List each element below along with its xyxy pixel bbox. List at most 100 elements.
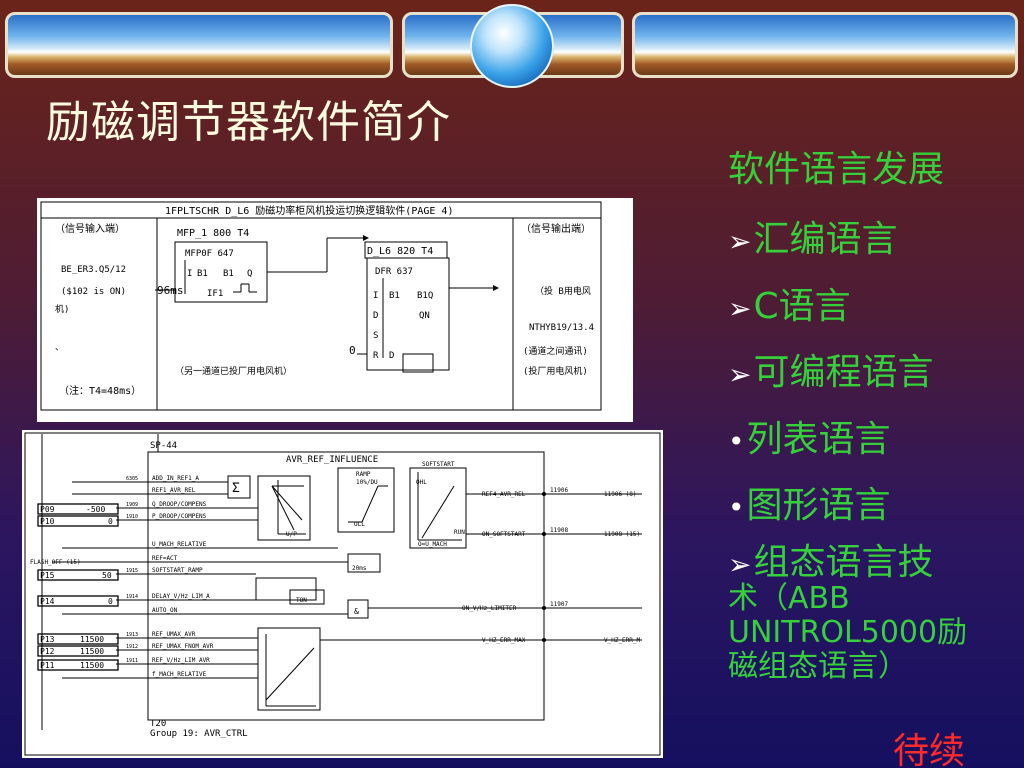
bullet-arrow-icon: ➢ (728, 548, 752, 581)
input-number: 1910 (126, 514, 138, 520)
bullet-arrow-icon: ➢ (728, 358, 752, 391)
input-label: REF=ACT (152, 555, 178, 562)
input-label: P_DROOP/COMPENS (152, 513, 207, 520)
param-name: P10 (40, 517, 55, 526)
list-item: •图形语言 (728, 476, 891, 528)
up-label: U/P (286, 531, 297, 538)
param-name: P09 (40, 505, 55, 514)
input-label: ADD_IN_REF1_A (152, 475, 199, 482)
bullet-dot-icon: • (728, 491, 745, 524)
output-signal: （投 B用电风 (535, 285, 591, 297)
block1-pin: Q (247, 269, 252, 279)
list-item-label: 磁组态语言） (728, 649, 908, 684)
other-channel: （另一通道已投厂用电风机） (175, 365, 292, 377)
banner-left (5, 12, 393, 78)
diagram-header: 1FPLTSCHR D_L6 励磁功率柜风机投运切换逻辑软件(PAGE 4) (165, 204, 453, 217)
block-title: AVR_REF_INFLUENCE (286, 455, 378, 465)
param-value: 11500 (80, 647, 104, 656)
input-label: AUTO_ON (152, 607, 178, 614)
param-name: P15 (40, 571, 55, 580)
param-value: 50 (102, 571, 112, 580)
logic-diagram: 1FPLTSCHR D_L6 励磁功率柜风机投运切换逻辑软件(PAGE 4) （… (37, 198, 633, 422)
param-value: 0 (108, 597, 113, 606)
ramp-label: RAMP (356, 471, 371, 478)
output-ref: 11908 (15) (604, 531, 640, 538)
banner-right (632, 12, 1018, 78)
list-item: ➢C语言 (728, 277, 851, 329)
input-number: 1911 (126, 658, 138, 664)
block2-pin: B1Q (417, 291, 433, 301)
block1-if: IF1 (207, 289, 223, 299)
param-name: P11 (40, 661, 55, 670)
to-be-continued: 待续 (893, 731, 966, 768)
list-item: ➢可编程语言 (728, 343, 933, 395)
zero-input: 0 (349, 344, 356, 357)
t20ms-label: 20ms (352, 565, 367, 572)
list-item-label: 图形语言 (746, 485, 891, 526)
ohl-label: OHL (416, 479, 427, 486)
input-number: 1915 (126, 568, 138, 574)
block2-pin: D (373, 311, 378, 321)
mark: 、 (55, 343, 64, 353)
input-label: SOFTSTART_RAMP (152, 567, 203, 574)
block2-pin: D (389, 351, 394, 361)
output-label: REF4_AVR_REL (482, 491, 526, 498)
run-label: RUN (454, 529, 465, 536)
block2-name: D_L6 820 T4 (367, 246, 433, 257)
output-label: ON_V/Hz_LIMITER (462, 605, 517, 612)
list-item-label: UNITROL5000励 (728, 615, 968, 650)
input-number: 1914 (126, 594, 138, 600)
input-label: （信号输入端） (55, 222, 125, 235)
input-label: DELAY_V/Hz_LIM_A (152, 593, 210, 600)
output-label: V_HZ_ERR_MAX (482, 637, 526, 644)
slide-title: 励磁调节器软件简介 (46, 97, 451, 148)
block1-name: MFP_1 800 T4 (177, 228, 249, 239)
output-label: （信号输出端） (521, 222, 591, 235)
param-name: P14 (40, 597, 55, 606)
bullet-arrow-icon: ➢ (728, 225, 752, 258)
list-item: ➢组态语言技 术（ABB UNITROL5000励 磁组态语言） (728, 545, 998, 684)
block2-pin: QN (419, 311, 430, 321)
function-block-diagram: SP-44 AVR_REF_INFLUENCE SOFTSTART RAMP 1… (22, 430, 663, 758)
bullet-arrow-icon: ➢ (728, 292, 752, 325)
block2-pin: B1 (389, 291, 400, 301)
diagram-note: （注：T4=48ms） (59, 384, 141, 397)
input-label: REF1_AVR_REL (152, 487, 196, 494)
globe-icon (470, 4, 554, 88)
input-number: 1912 (126, 644, 138, 650)
list-item-label: 列表语言 (746, 419, 891, 460)
osu-label: O=U_MACH (418, 541, 447, 548)
and-gate: & (354, 607, 359, 616)
sp-label: SP-44 (150, 441, 177, 451)
ton-label: TON (296, 597, 307, 604)
list-header: 软件语言发展 (728, 149, 945, 190)
list-item-label: 组态语言技 (753, 542, 934, 583)
ramp-rate: 10%/DU (356, 479, 378, 486)
block1-pin: I (187, 269, 192, 279)
flash-label: FLASH_OFF (15) (30, 559, 81, 566)
block2-pin: I (373, 291, 378, 301)
input-number: 1909 (126, 502, 138, 508)
output-signal: NTHYB19/13.4 (529, 323, 594, 333)
param-value: 11500 (80, 661, 104, 670)
input-number: 1913 (126, 632, 138, 638)
output-number: 11908 (550, 527, 568, 534)
block1-pin: B1 (223, 269, 234, 279)
output-label: ON_SOFTSTART (482, 531, 526, 538)
param-value: 0 (108, 517, 113, 526)
bullet-dot-icon: • (728, 425, 745, 458)
input-signal: BE_ER3.Q5/12 (61, 265, 126, 275)
list-item: ➢汇编语言 (728, 210, 897, 262)
input-label: REF_V/Hz_LIM AVR (152, 657, 210, 664)
input-label: U_MACH_RELATIVE (152, 541, 207, 548)
param-name: P12 (40, 647, 55, 656)
time-label: 96ms (157, 284, 184, 297)
list-item-label: 汇编语言 (753, 219, 898, 260)
block1-title: MFP0F 647 (185, 249, 234, 259)
input-signal: 机) (55, 303, 69, 315)
list-item-label: C语言 (753, 286, 851, 327)
list-item-label: 可编程语言 (753, 352, 934, 393)
output-ref: V_HZ_ERR_M (604, 637, 641, 644)
block2-title: DFR 637 (375, 267, 413, 277)
param-value: -500 (86, 505, 105, 514)
